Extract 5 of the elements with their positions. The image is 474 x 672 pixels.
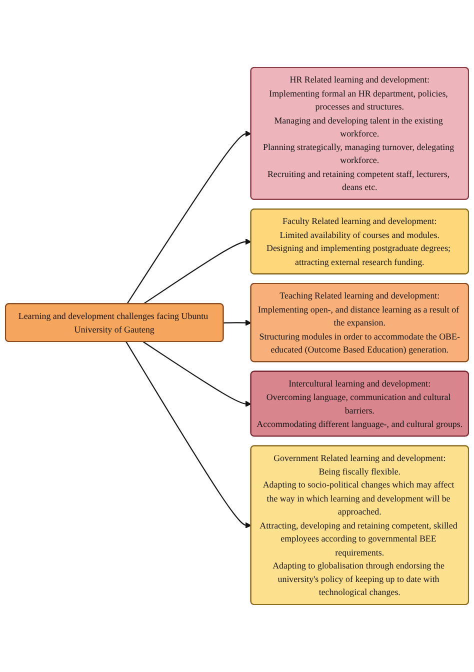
arrow xyxy=(126,342,252,528)
arrow xyxy=(143,341,252,407)
arrow xyxy=(143,238,252,304)
arrow xyxy=(224,320,252,326)
arrow xyxy=(126,130,252,304)
